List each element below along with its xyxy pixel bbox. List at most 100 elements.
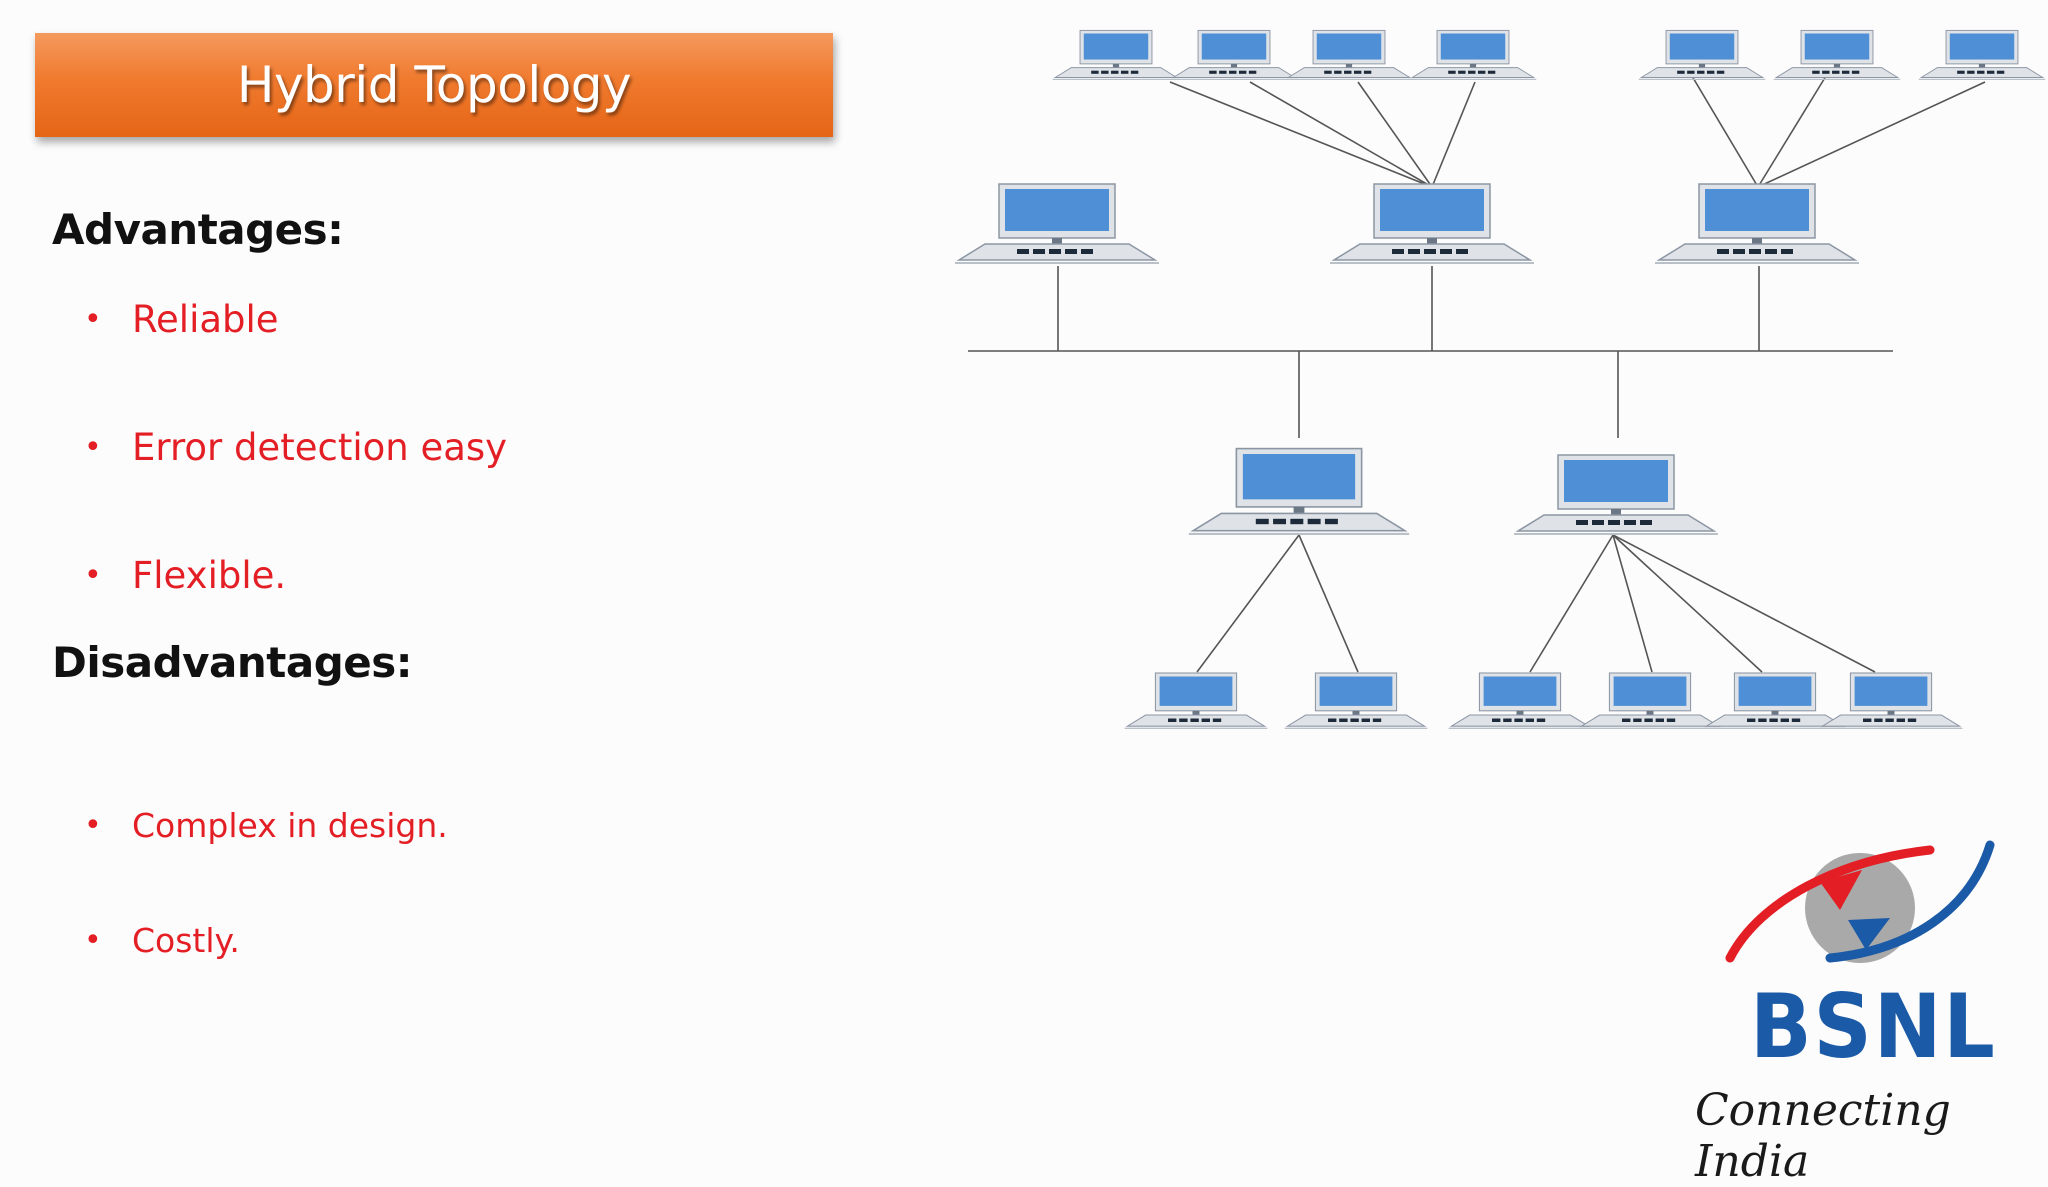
link-line bbox=[1612, 534, 1653, 673]
keyboard-key bbox=[1633, 718, 1642, 722]
computer-icon bbox=[1124, 672, 1268, 729]
advantage-item: • Error detection easy bbox=[84, 426, 507, 469]
computer-icon bbox=[1578, 672, 1722, 729]
monitor-screen bbox=[1201, 33, 1267, 60]
keyboard-key bbox=[1677, 70, 1685, 74]
keyboard-key bbox=[1350, 718, 1359, 722]
computer-icon bbox=[1819, 672, 1963, 729]
keyboard-key bbox=[1238, 70, 1247, 74]
keyboard-key bbox=[1896, 718, 1905, 722]
keyboard-key bbox=[1536, 718, 1546, 722]
keyboard-key bbox=[1372, 718, 1382, 722]
bullet-icon: • bbox=[84, 923, 102, 958]
keyboard-key bbox=[1353, 70, 1362, 74]
keyboard-key bbox=[1957, 70, 1965, 74]
keyboard-key bbox=[1212, 718, 1222, 722]
keyboard-key bbox=[1841, 70, 1850, 74]
keyboard-key bbox=[1209, 70, 1217, 74]
computer-icon bbox=[1514, 454, 1718, 535]
keyboard-key bbox=[1363, 70, 1372, 74]
keyboard-key bbox=[1290, 518, 1304, 525]
keyboard-key bbox=[1503, 718, 1512, 722]
computer-icon bbox=[1409, 29, 1537, 80]
monitor-screen bbox=[1613, 676, 1687, 706]
monitor-screen bbox=[1242, 454, 1356, 500]
keyboard-key bbox=[1334, 70, 1342, 74]
link-line bbox=[1691, 75, 1759, 188]
keyboard-key bbox=[1885, 718, 1894, 722]
logo-globe bbox=[1805, 853, 1915, 963]
bullet-icon: • bbox=[84, 558, 102, 593]
keyboard-key bbox=[1812, 70, 1820, 74]
keyboard-key bbox=[1049, 249, 1061, 254]
link-line bbox=[1357, 81, 1433, 188]
computer-icon bbox=[1703, 672, 1847, 729]
keyboard-key bbox=[1408, 249, 1420, 254]
keyboard-key bbox=[1747, 718, 1756, 722]
advantage-text: Error detection easy bbox=[132, 426, 508, 469]
hybrid-topology-diagram bbox=[955, 29, 2046, 729]
monitor-stand bbox=[1752, 238, 1762, 244]
computer-icon bbox=[1170, 29, 1298, 80]
keyboard-key bbox=[1111, 70, 1119, 74]
keyboard-key bbox=[1576, 520, 1588, 525]
link-line bbox=[1298, 534, 1359, 673]
monitor-stand bbox=[1293, 506, 1305, 514]
keyboard-key bbox=[1130, 70, 1139, 74]
slide-title: Hybrid Topology bbox=[236, 56, 632, 114]
keyboard-key bbox=[1065, 249, 1077, 254]
keyboard-key bbox=[1361, 718, 1370, 722]
link-line bbox=[1757, 75, 1827, 188]
keyboard-key bbox=[1448, 70, 1456, 74]
disadvantage-text: Complex in design. bbox=[132, 806, 448, 845]
keyboard-key bbox=[1687, 70, 1695, 74]
computer-nodes bbox=[955, 29, 2046, 729]
computer-icon bbox=[1638, 29, 1766, 80]
monitor-screen bbox=[1316, 33, 1382, 60]
monitor-stand bbox=[1192, 710, 1200, 715]
keyboard-key bbox=[1168, 718, 1177, 722]
keyboard-key bbox=[1781, 249, 1793, 254]
bullet-icon: • bbox=[84, 808, 102, 843]
link-line bbox=[1431, 81, 1476, 188]
monitor-screen bbox=[1483, 676, 1557, 706]
monitor-screen bbox=[1949, 33, 2015, 60]
keyboard-key bbox=[1765, 249, 1777, 254]
keyboard-key bbox=[1344, 70, 1352, 74]
keyboard-key bbox=[1592, 520, 1604, 525]
monitor-stand bbox=[1611, 509, 1621, 515]
monitor-screen bbox=[1083, 33, 1149, 60]
monitor-screen bbox=[1804, 33, 1870, 60]
keyboard-key bbox=[1655, 718, 1664, 722]
logo-red-arrowhead bbox=[1820, 870, 1862, 910]
network-links bbox=[968, 75, 1986, 673]
computer-icon bbox=[1655, 183, 1859, 264]
monitor-screen bbox=[1564, 460, 1668, 502]
disadvantages-heading: Disadvantages: bbox=[52, 638, 413, 687]
link-line bbox=[1757, 81, 1986, 188]
keyboard-key bbox=[1440, 249, 1452, 254]
keyboard-key bbox=[1996, 70, 2005, 74]
bsnl-logo-icon bbox=[1725, 840, 1995, 963]
monitor-screen bbox=[1319, 676, 1393, 706]
monitor-stand bbox=[1698, 63, 1706, 68]
monitor-screen bbox=[1854, 676, 1928, 706]
keyboard-key bbox=[1468, 70, 1476, 74]
logo-red-swoosh bbox=[1725, 845, 1935, 963]
keyboard-key bbox=[1219, 70, 1227, 74]
monitor-stand bbox=[1646, 710, 1654, 715]
keyboard-key bbox=[1033, 249, 1045, 254]
keyboard-key bbox=[1624, 520, 1636, 525]
advantage-item: • Reliable bbox=[84, 298, 279, 341]
keyboard-key bbox=[1769, 718, 1778, 722]
keyboard-key bbox=[1791, 718, 1801, 722]
disadvantage-item: • Costly. bbox=[84, 921, 240, 960]
link-line bbox=[1196, 534, 1300, 673]
keyboard-key bbox=[1758, 718, 1767, 722]
monitor-stand bbox=[1052, 238, 1062, 244]
monitor-screen bbox=[1705, 189, 1809, 231]
keyboard-key bbox=[1733, 249, 1745, 254]
keyboard-key bbox=[1458, 70, 1466, 74]
disadvantage-item: • Complex in design. bbox=[84, 806, 448, 845]
monitor-stand bbox=[1469, 63, 1477, 68]
